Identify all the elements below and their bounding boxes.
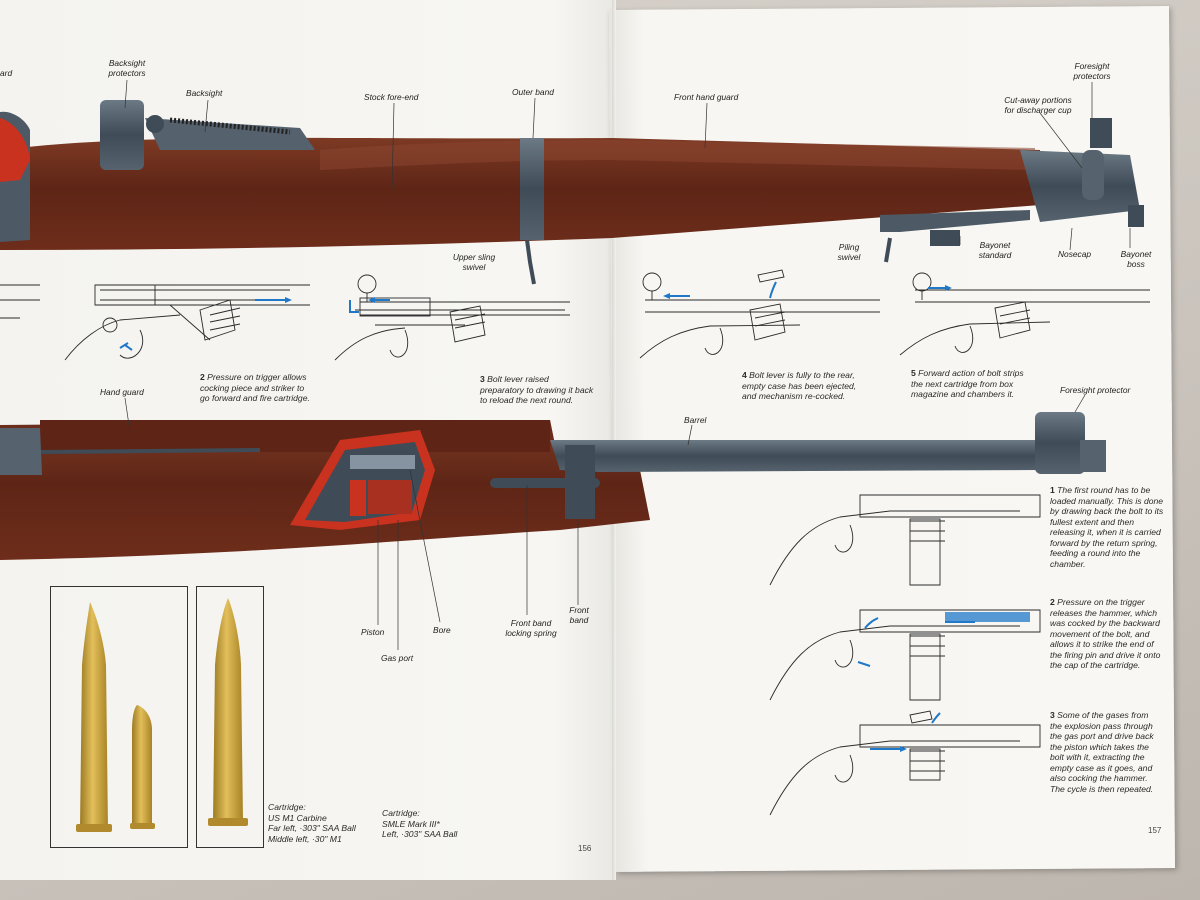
label-piling-swivel: Piling swivel	[832, 242, 866, 262]
bolt-step-3-caption: 3 Bolt lever raised preparatory to drawi…	[480, 374, 593, 406]
gas-operation-diagrams	[770, 495, 1040, 815]
gas-step-2-caption: 2 Pressure on the trigger releases the h…	[1050, 597, 1160, 671]
step-number: 2	[200, 372, 205, 382]
step-text: The first round has to be loaded manuall…	[1050, 485, 1163, 569]
gas-step-1-caption: 1 The first round has to be loaded manua…	[1050, 485, 1163, 569]
step-text: Pressure on trigger allows cocking piece…	[200, 372, 310, 403]
bolt-step-5-caption: 5 Forward action of bolt strips the next…	[911, 368, 1024, 400]
page-number-right: 157	[1148, 826, 1161, 835]
label-stock-fore-end: Stock fore-end	[364, 92, 418, 102]
bolt-step-2-caption: 2 Pressure on trigger allows cocking pie…	[200, 372, 310, 404]
bolt-action-diagrams	[0, 270, 1150, 360]
label-nosecap: Nosecap	[1058, 249, 1091, 259]
step-number: 3	[480, 374, 485, 384]
label-front-band-locking-spring: Front band locking spring	[498, 618, 564, 638]
label-front-band: Front band	[562, 605, 596, 625]
label-front-hand-guard: Front hand guard	[674, 92, 738, 102]
label-bayonet-standard: Bayonet standard	[970, 240, 1020, 260]
step-number: 1	[1050, 485, 1055, 495]
label-piston: Piston	[361, 627, 384, 637]
label-bore: Bore	[433, 625, 451, 635]
step-text: Pressure on the trigger releases the ham…	[1050, 597, 1160, 670]
step-text: Forward action of bolt strips the next c…	[911, 368, 1024, 399]
step-number: 3	[1050, 710, 1055, 720]
label-barrel: Barrel	[684, 415, 706, 425]
step-text: Some of the gases from the explosion pas…	[1050, 710, 1154, 794]
page-number-left: 156	[578, 844, 591, 853]
bolt-step-4-caption: 4 Bolt lever is fully to the rear, empty…	[742, 370, 856, 402]
cartridge-caption-carbine: Cartridge: US M1 Carbine Far left, ·303"…	[268, 802, 356, 844]
label-backsight-protectors: Backsight protectors	[96, 58, 158, 78]
label-gas-port: Gas port	[381, 653, 413, 663]
step-number: 2	[1050, 597, 1055, 607]
label-outer-band: Outer band	[512, 87, 554, 97]
label-backsight: Backsight	[186, 88, 222, 98]
label-foresight-protector: Foresight protector	[1060, 385, 1130, 395]
step-number: 5	[911, 368, 916, 378]
gas-step-3-caption: 3 Some of the gases from the explosion p…	[1050, 710, 1154, 794]
label-foresight-protectors: Foresight protectors	[1062, 61, 1122, 81]
label-hand-guard: Hand guard	[100, 387, 144, 397]
label-fragment: ard	[0, 68, 12, 78]
cartridge-caption-smle: Cartridge: SMLE Mark III* Left, ·303" SA…	[382, 808, 457, 840]
label-bayonet-boss: Bayonet boss	[1116, 249, 1156, 269]
cartridge-box-carbine	[50, 586, 188, 848]
step-text: Bolt lever is fully to the rear, empty c…	[742, 370, 856, 401]
step-number: 4	[742, 370, 747, 380]
label-cut-away-portions: Cut-away portions for discharger cup	[990, 95, 1086, 115]
label-upper-sling-swivel: Upper sling swivel	[446, 252, 502, 272]
cartridge-box-smle	[196, 586, 264, 848]
step-text: Bolt lever raised preparatory to drawing…	[480, 374, 593, 405]
